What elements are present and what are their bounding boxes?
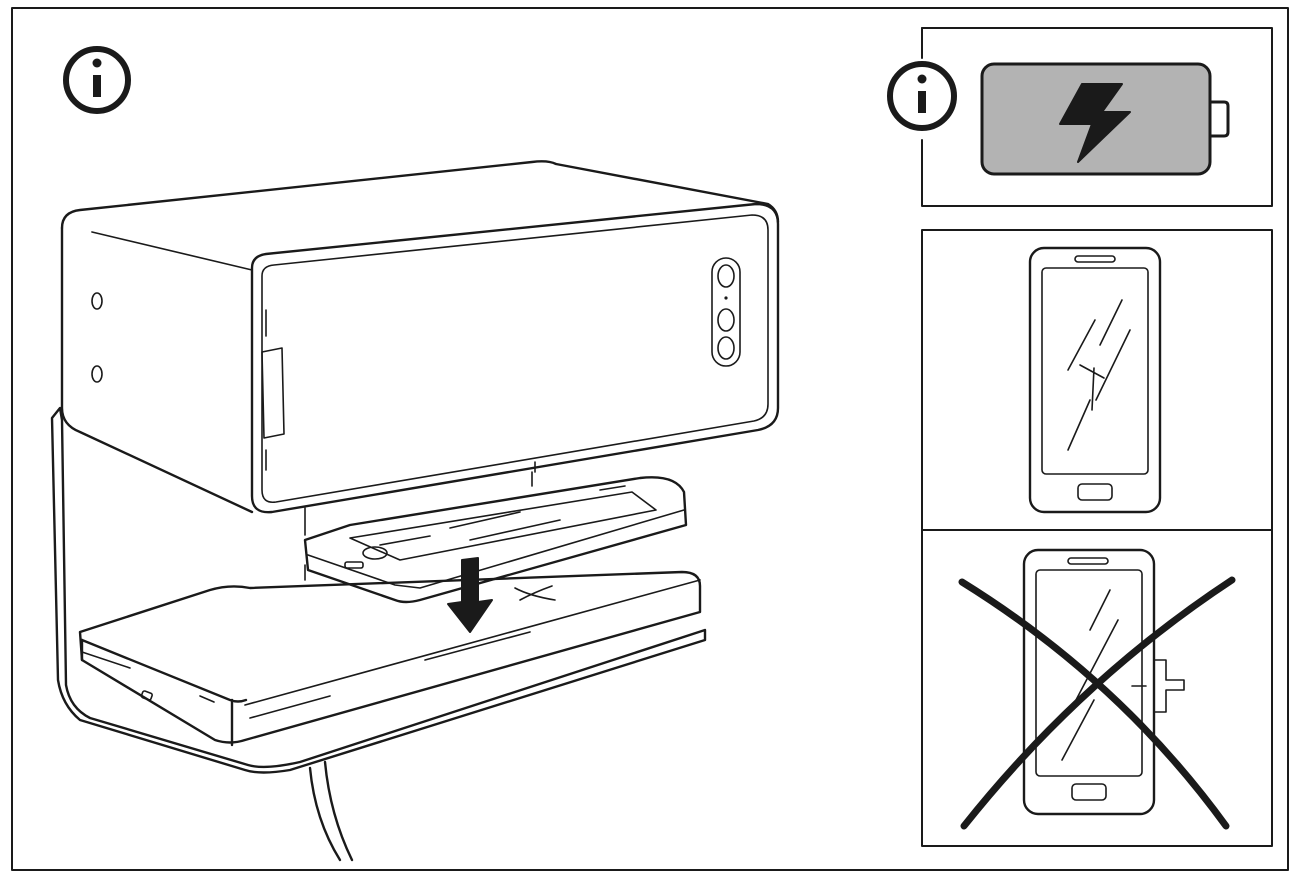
main-info-icon (63, 46, 131, 114)
battery-info-icon (887, 61, 957, 131)
charging-battery-icon (980, 62, 1230, 176)
phone-panels (921, 229, 1273, 847)
cross-mark-icon (958, 576, 1236, 830)
charging-shelf (78, 570, 702, 862)
speaker-shelf-scene (50, 160, 780, 862)
speaker (60, 160, 780, 581)
phone-on-pad (303, 476, 688, 604)
charging-cross-mark (514, 585, 556, 601)
charging-indicator-panel (887, 27, 1273, 207)
outer-frame (11, 7, 1289, 871)
lightning-bolt-icon (1059, 83, 1131, 163)
phone-with-case (1022, 548, 1185, 816)
phone-without-case (1028, 246, 1162, 514)
place-down-arrow-icon (447, 557, 493, 633)
wall-bracket (50, 406, 707, 774)
